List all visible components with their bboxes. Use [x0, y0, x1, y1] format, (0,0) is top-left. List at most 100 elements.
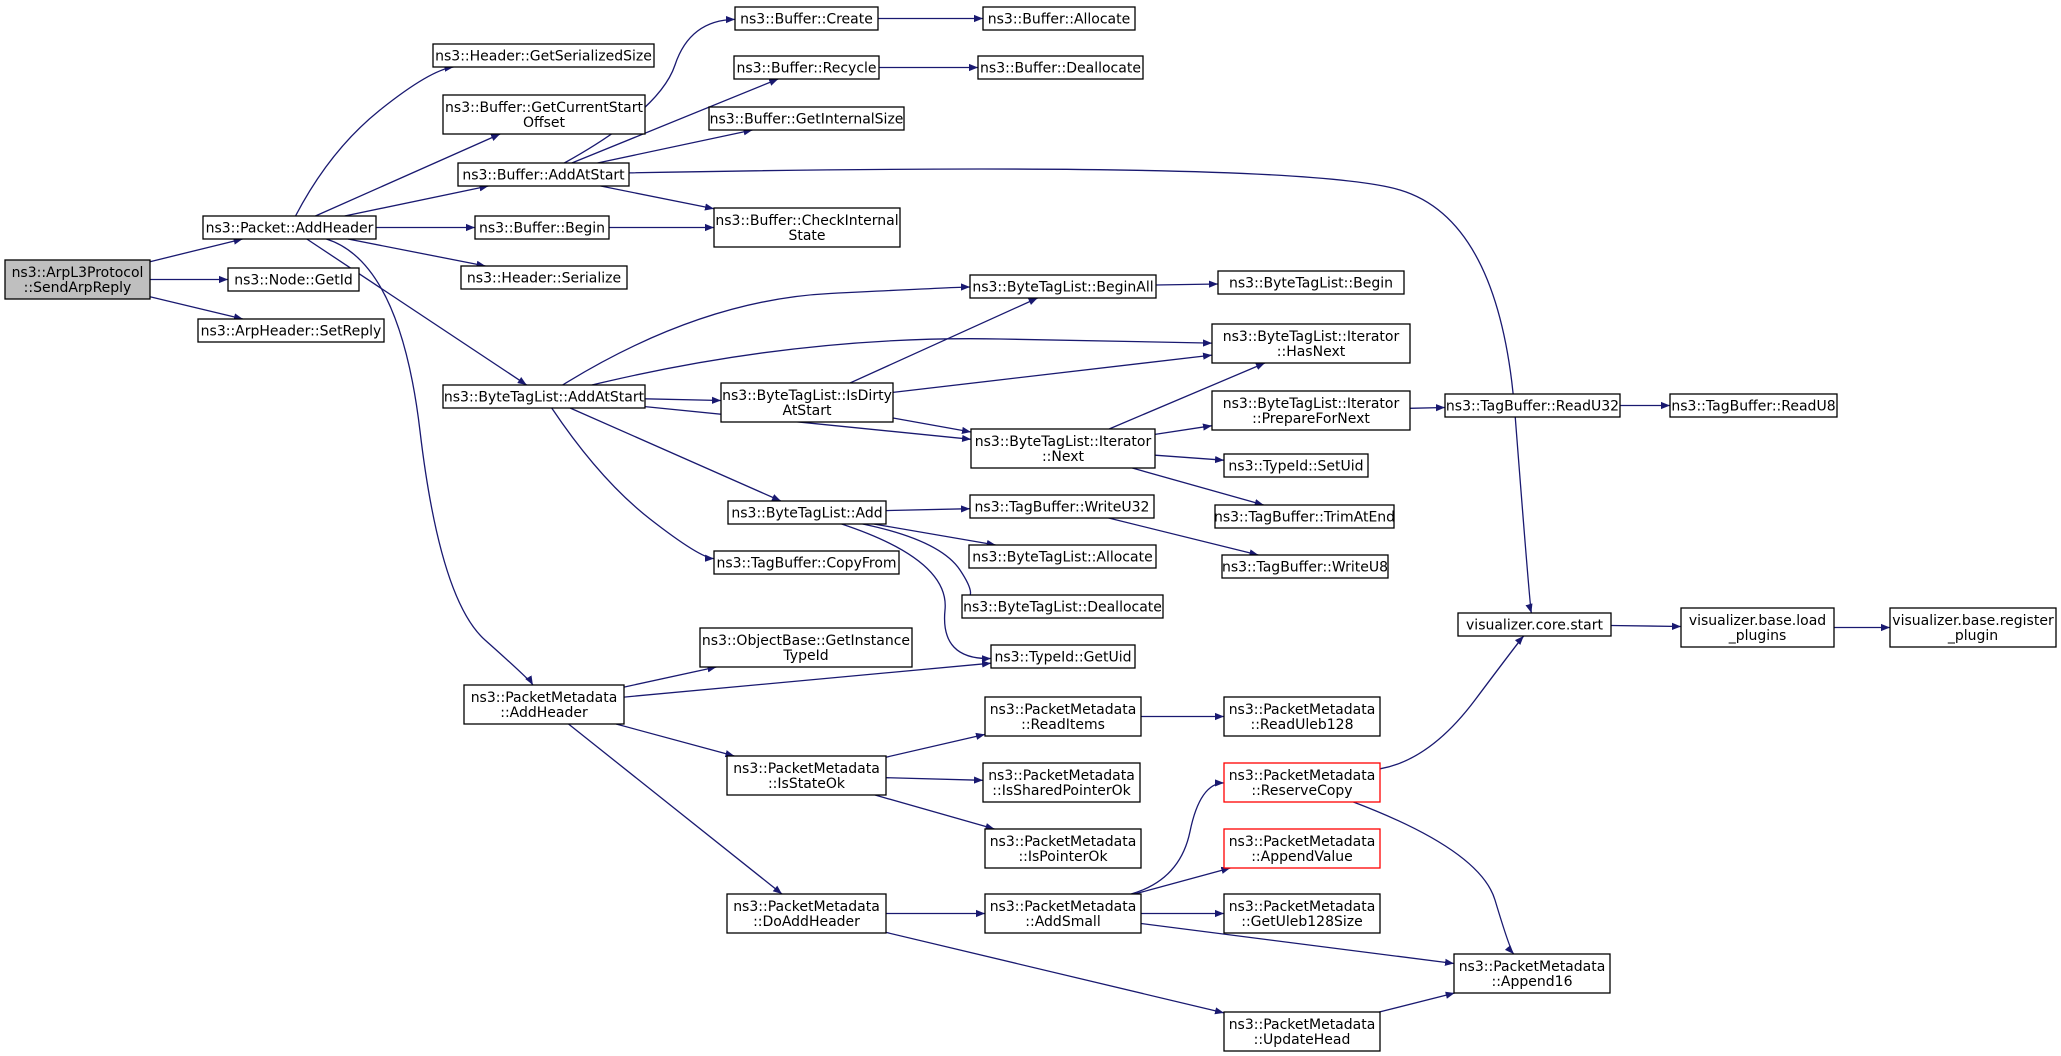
node-label: ns3::PacketMetadata — [733, 761, 880, 777]
node-label: ::IsPointerOk — [1018, 849, 1108, 865]
node-vizCoreStart[interactable]: visualizer.core.start — [1457, 612, 1612, 637]
node-box — [734, 6, 879, 31]
node-bufferRecycle[interactable]: ns3::Buffer::Recycle — [733, 55, 880, 80]
edge-packetAddHeader-to-headerSerialize — [347, 238, 486, 268]
node-tbWriteU32[interactable]: ns3::TagBuffer::WriteU32 — [969, 494, 1155, 519]
edge-btlIsDirtyAtStart-to-btlIterHasNext — [892, 352, 1213, 394]
node-btlAllocate[interactable]: ns3::ByteTagList::Allocate — [968, 544, 1157, 569]
node-pmIsStateOk[interactable]: ns3::PacketMetadata::IsStateOk — [726, 755, 887, 796]
node-packetAddHeader[interactable]: ns3::Packet::AddHeader — [202, 215, 377, 240]
node-label: ns3::ByteTagList::Add — [731, 506, 882, 522]
edge-bufferAddAtStart-to-bufferCheckInternalState — [600, 185, 715, 211]
edge-tbWriteU32-to-tbWriteU8 — [1108, 517, 1259, 557]
edge-btlIterNext-to-btlIterPrepareForNext — [1154, 423, 1213, 436]
node-btlIterPrepareForNext[interactable]: ns3::ByteTagList::Iterator::PrepareForNe… — [1211, 390, 1411, 431]
node-label: ::AddSmall — [1025, 914, 1100, 930]
node-pmUpdateHead[interactable]: ns3::PacketMetadata::UpdateHead — [1223, 1011, 1381, 1052]
node-btlIterNext[interactable]: ns3::ByteTagList::Iterator::Next — [970, 428, 1156, 469]
edge-btlAddAtStart-to-btlBeginAll — [562, 283, 971, 386]
node-pmAppendValue[interactable]: ns3::PacketMetadata::AppendValue — [1223, 828, 1381, 869]
node-label: ns3::Buffer::Recycle — [736, 61, 876, 77]
node-label: State — [788, 228, 825, 244]
node-label: ::Next — [1042, 449, 1085, 465]
node-label: ::ReadItems — [1021, 717, 1105, 733]
node-tbReadU32[interactable]: ns3::TagBuffer::ReadU32 — [1444, 393, 1621, 418]
node-label: ns3::Buffer::Allocate — [988, 12, 1131, 28]
node-label: ns3::PacketMetadata — [1229, 768, 1376, 784]
node-pmAddSmall[interactable]: ns3::PacketMetadata::AddSmall — [984, 893, 1142, 934]
node-nodeGetId[interactable]: ns3::Node::GetId — [227, 267, 360, 292]
node-typeIdGetUid[interactable]: ns3::TypeId::GetUid — [990, 644, 1136, 669]
node-tbTrimAtEnd[interactable]: ns3::TagBuffer::TrimAtEnd — [1214, 504, 1395, 529]
node-tbCopyFrom[interactable]: ns3::TagBuffer::CopyFrom — [713, 550, 900, 575]
node-label: ns3::TypeId::GetUid — [994, 650, 1131, 666]
node-tbReadU8[interactable]: ns3::TagBuffer::ReadU8 — [1669, 393, 1838, 418]
node-label: ns3::PacketMetadata — [1229, 899, 1376, 915]
node-pmDoAddHeader[interactable]: ns3::PacketMetadata::DoAddHeader — [726, 893, 887, 934]
node-box — [463, 684, 625, 725]
node-box — [1444, 393, 1621, 418]
edge-btlIsDirtyAtStart-to-btlIterNext — [892, 417, 972, 434]
node-sendArpReply[interactable]: ns3::ArpL3Protocol::SendArpReply — [4, 259, 151, 300]
node-label: ns3::Header::GetSerializedSize — [435, 49, 652, 65]
node-label: ns3::ByteTagList::Iterator — [1223, 396, 1400, 412]
node-btlBegin[interactable]: ns3::ByteTagList::Begin — [1217, 270, 1405, 295]
node-label: Offset — [523, 115, 566, 131]
node-pmGetUleb128Size[interactable]: ns3::PacketMetadata::GetUleb128Size — [1223, 893, 1381, 934]
node-label: ::ReadUleb128 — [1251, 717, 1354, 733]
node-pmIsPointerOk[interactable]: ns3::PacketMetadata::IsPointerOk — [984, 828, 1142, 869]
node-label: ns3::ByteTagList::BeginAll — [972, 280, 1153, 296]
node-btlDeallocate[interactable]: ns3::ByteTagList::Deallocate — [961, 594, 1164, 619]
node-box — [990, 644, 1136, 669]
node-label: ns3::ArpL3Protocol — [12, 265, 144, 281]
edge-pmAddHeader-to-pmIsStateOk — [615, 723, 735, 758]
node-label: ns3::Buffer::GetCurrentStart — [445, 100, 643, 116]
edge-pmReserveCopy-to-pmAppend16 — [1353, 801, 1515, 955]
node-box — [1221, 554, 1389, 579]
node-bufferCreate[interactable]: ns3::Buffer::Create — [734, 6, 879, 31]
node-pmReadUleb128[interactable]: ns3::PacketMetadata::ReadUleb128 — [1223, 696, 1381, 737]
node-label: ::IsSharedPointerOk — [992, 783, 1131, 799]
node-arpSetReply[interactable]: ns3::ArpHeader::SetReply — [197, 318, 385, 343]
edge-pmDoAddHeader-to-pmUpdateHead — [885, 931, 1225, 1015]
node-box — [733, 55, 880, 80]
node-label: ns3::Packet::AddHeader — [206, 221, 374, 237]
node-headerSerialize[interactable]: ns3::Header::Serialize — [460, 265, 628, 290]
node-pmReserveCopy[interactable]: ns3::PacketMetadata::ReserveCopy — [1223, 762, 1381, 803]
node-tbWriteU8[interactable]: ns3::TagBuffer::WriteU8 — [1221, 554, 1389, 579]
node-box — [1223, 762, 1381, 803]
node-label: ns3::ByteTagList::Iterator — [975, 434, 1152, 450]
node-label: ns3::Node::GetId — [234, 273, 352, 289]
node-label: ::SendArpReply — [24, 280, 132, 296]
node-label: ns3::PacketMetadata — [1229, 1017, 1376, 1033]
node-vizRegisterPlugin[interactable]: visualizer.base.register_plugin — [1889, 607, 2057, 648]
node-label: ns3::Buffer::Create — [740, 12, 873, 28]
node-box — [977, 55, 1144, 80]
node-headerGetSerializedSize[interactable]: ns3::Header::GetSerializedSize — [432, 43, 655, 68]
node-pmReadItems[interactable]: ns3::PacketMetadata::ReadItems — [984, 696, 1142, 737]
node-btlAddAtStart[interactable]: ns3::ByteTagList::AddAtStart — [442, 384, 646, 409]
node-pmIsSharedPointerOk[interactable]: ns3::PacketMetadata::IsSharedPointerOk — [982, 762, 1141, 803]
node-vizLoadPlugins[interactable]: visualizer.base.load_plugins — [1680, 607, 1835, 648]
node-label: ::AddHeader — [500, 705, 588, 721]
node-bufferAllocate[interactable]: ns3::Buffer::Allocate — [982, 6, 1136, 31]
node-typeIdSetUid[interactable]: ns3::TypeId::SetUid — [1223, 453, 1369, 478]
node-bufferBegin[interactable]: ns3::Buffer::Begin — [474, 215, 610, 240]
node-pmAppend16[interactable]: ns3::PacketMetadata::Append16 — [1453, 953, 1611, 994]
node-box — [1889, 607, 2057, 648]
node-pmAddHeader[interactable]: ns3::PacketMetadata::AddHeader — [463, 684, 625, 725]
edge-vizCoreStart-to-vizLoadPlugins — [1610, 622, 1682, 630]
node-bufferAddAtStart[interactable]: ns3::Buffer::AddAtStart — [457, 162, 630, 187]
edge-pmAddHeader-to-pmDoAddHeader — [568, 723, 783, 895]
edge-packetAddHeader-to-pmAddHeader — [326, 238, 534, 686]
node-bufferGetInternalSize[interactable]: ns3::Buffer::GetInternalSize — [708, 106, 905, 131]
node-box — [968, 544, 1157, 569]
node-btlIterHasNext[interactable]: ns3::ByteTagList::Iterator::HasNext — [1211, 323, 1411, 364]
node-bufferDeallocate[interactable]: ns3::Buffer::Deallocate — [977, 55, 1144, 80]
node-btlBeginAll[interactable]: ns3::ByteTagList::BeginAll — [969, 274, 1157, 299]
node-btlAdd[interactable]: ns3::ByteTagList::Add — [727, 500, 887, 525]
